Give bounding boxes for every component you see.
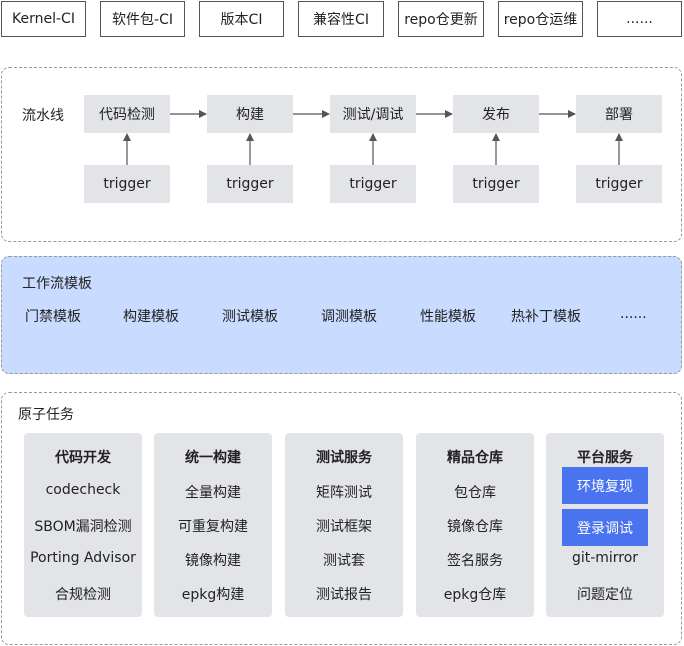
tab-kernel-ci[interactable]: Kernel-CI bbox=[1, 1, 86, 37]
column-unified-build: 统一构建 全量构建 可重复构建 镜像构建 epkg构建 bbox=[154, 433, 272, 617]
task-test-report[interactable]: 测试报告 bbox=[316, 587, 372, 603]
column-title: 测试服务 bbox=[316, 450, 372, 466]
tab-more[interactable]: ...... bbox=[597, 1, 682, 37]
workflow-section bbox=[1, 256, 682, 374]
tab-compat-ci[interactable]: 兼容性CI bbox=[298, 1, 384, 37]
task-sbom[interactable]: SBOM漏洞检测 bbox=[34, 519, 132, 535]
task-test-suite[interactable]: 测试套 bbox=[323, 553, 365, 569]
column-platform-service: 平台服务 环境复现 登录调试 git-mirror 问题定位 bbox=[546, 433, 664, 617]
trigger-test-debug[interactable]: trigger bbox=[330, 165, 416, 203]
trigger-release[interactable]: trigger bbox=[453, 165, 539, 203]
task-full-build[interactable]: 全量构建 bbox=[185, 485, 241, 501]
column-title: 平台服务 bbox=[577, 450, 633, 466]
template-more[interactable]: ...... bbox=[620, 306, 647, 322]
task-env-reproduce[interactable]: 环境复现 bbox=[562, 467, 648, 504]
pipeline-section bbox=[1, 67, 682, 242]
task-git-mirror[interactable]: git-mirror bbox=[571, 550, 639, 566]
stage-test-debug[interactable]: 测试/调试 bbox=[330, 95, 416, 133]
task-matrix-test[interactable]: 矩阵测试 bbox=[316, 485, 372, 501]
template-gate[interactable]: 门禁模板 bbox=[25, 309, 81, 325]
column-title: 统一构建 bbox=[185, 450, 241, 466]
task-reproducible-build[interactable]: 可重复构建 bbox=[178, 519, 248, 535]
task-signing-service[interactable]: 签名服务 bbox=[447, 553, 503, 569]
tab-version-ci[interactable]: 版本CI bbox=[199, 1, 284, 37]
task-codecheck[interactable]: codecheck bbox=[45, 482, 121, 498]
trigger-code-check[interactable]: trigger bbox=[84, 165, 170, 203]
trigger-build[interactable]: trigger bbox=[207, 165, 293, 203]
column-title: 精品仓库 bbox=[447, 450, 503, 466]
stage-deploy[interactable]: 部署 bbox=[576, 95, 662, 133]
task-compliance[interactable]: 合规检测 bbox=[55, 587, 111, 603]
tab-package-ci[interactable]: 软件包-CI bbox=[100, 1, 185, 37]
template-build[interactable]: 构建模板 bbox=[123, 309, 179, 325]
task-epkg-repo[interactable]: epkg仓库 bbox=[443, 587, 507, 603]
task-issue-locate[interactable]: 问题定位 bbox=[577, 587, 633, 603]
stage-build[interactable]: 构建 bbox=[207, 95, 293, 133]
task-image-repo[interactable]: 镜像仓库 bbox=[447, 519, 503, 535]
column-test-service: 测试服务 矩阵测试 测试框架 测试套 测试报告 bbox=[285, 433, 403, 617]
stage-code-check[interactable]: 代码检测 bbox=[84, 95, 170, 133]
trigger-deploy[interactable]: trigger bbox=[576, 165, 662, 203]
pipeline-title: 流水线 bbox=[22, 108, 64, 124]
template-performance[interactable]: 性能模板 bbox=[420, 309, 476, 325]
task-image-build[interactable]: 镜像构建 bbox=[185, 553, 241, 569]
template-test[interactable]: 测试模板 bbox=[222, 309, 278, 325]
column-premium-repo: 精品仓库 包仓库 镜像仓库 签名服务 epkg仓库 bbox=[416, 433, 534, 617]
task-login-debug[interactable]: 登录调试 bbox=[562, 509, 648, 546]
column-title: 代码开发 bbox=[55, 450, 111, 466]
tab-repo-update[interactable]: repo仓更新 bbox=[398, 1, 484, 37]
task-test-framework[interactable]: 测试框架 bbox=[316, 519, 372, 535]
task-package-repo[interactable]: 包仓库 bbox=[454, 485, 496, 501]
template-hotpatch[interactable]: 热补丁模板 bbox=[511, 309, 581, 325]
atomic-title: 原子任务 bbox=[18, 407, 74, 423]
tab-repo-ops[interactable]: repo仓运维 bbox=[498, 1, 583, 37]
template-debug[interactable]: 调测模板 bbox=[321, 309, 377, 325]
task-epkg-build[interactable]: epkg构建 bbox=[181, 587, 245, 603]
task-porting-advisor[interactable]: Porting Advisor bbox=[30, 550, 136, 566]
workflow-title: 工作流模板 bbox=[22, 276, 92, 292]
stage-release[interactable]: 发布 bbox=[453, 95, 539, 133]
column-code-dev: 代码开发 codecheck SBOM漏洞检测 Porting Advisor … bbox=[24, 433, 142, 617]
